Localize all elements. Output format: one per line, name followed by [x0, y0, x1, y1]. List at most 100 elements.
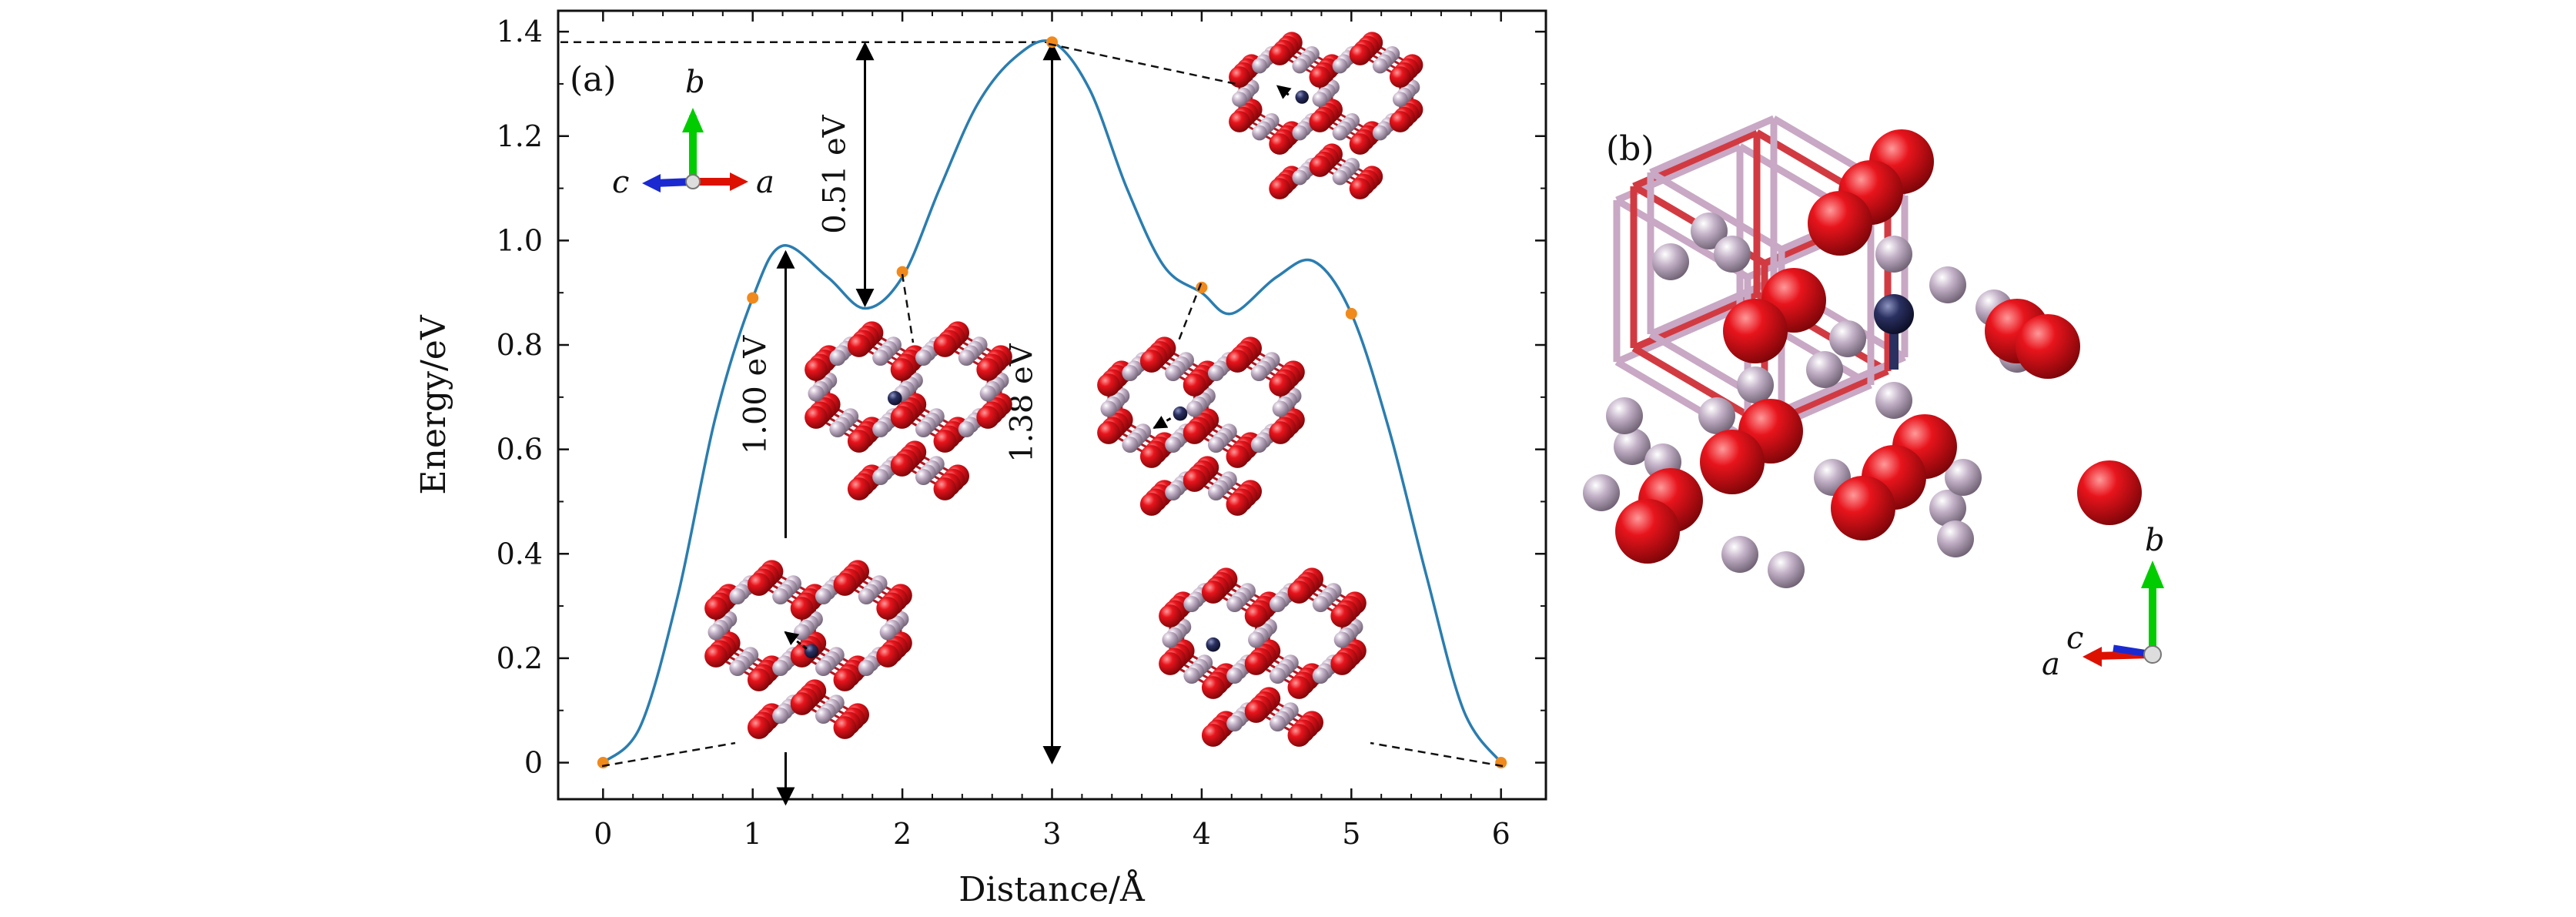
- oxygen-atom: [1389, 66, 1411, 88]
- triad-origin: [2143, 645, 2162, 664]
- x-tick-label: 4: [1193, 817, 1211, 851]
- host-atom: [1100, 400, 1117, 417]
- y-tick-label: 1.0: [497, 223, 543, 257]
- x-tick-label: 1: [744, 817, 762, 851]
- y-tick-label: 0.2: [497, 641, 543, 675]
- oxygen-atom: [1139, 350, 1163, 373]
- host-atom: [1829, 320, 1866, 357]
- oxygen-atom: [1229, 66, 1250, 88]
- host-atom: [872, 420, 889, 438]
- inset-leader-lines: [601, 42, 1504, 768]
- x-tick-label: 2: [893, 817, 912, 851]
- data-point: [896, 266, 908, 278]
- x-tick-label: 6: [1492, 817, 1510, 851]
- panel-b: (b) b c a: [1583, 115, 2165, 682]
- host-atom: [1929, 266, 1966, 303]
- oxygen-atom: [1309, 66, 1331, 88]
- host-atom: [915, 349, 932, 366]
- host-atom: [1768, 551, 1805, 588]
- host-atom: [1583, 474, 1620, 511]
- host-atom: [1714, 236, 1751, 273]
- oxygen-atom: [876, 644, 900, 668]
- migrating-atom: [888, 390, 902, 406]
- host-atom: [1122, 364, 1139, 382]
- host-atom: [1332, 58, 1348, 74]
- oxygen-atom: [847, 334, 871, 357]
- bond: [1649, 115, 1775, 176]
- host-atom: [915, 468, 932, 486]
- bond: [1631, 345, 1767, 428]
- host-atom: [872, 349, 889, 366]
- oxygen-atom: [1139, 493, 1163, 516]
- data-point: [1196, 281, 1208, 293]
- y-tick-label: 0.8: [497, 328, 543, 362]
- host-atom: [1937, 520, 1974, 557]
- oxygen-atom: [1226, 493, 1250, 516]
- host-atom: [1312, 595, 1329, 613]
- structure-inset-initial: [704, 560, 912, 739]
- oxygen-atom: [933, 334, 957, 357]
- host-atom: [1652, 243, 1689, 280]
- triad-origin: [685, 174, 701, 189]
- oxygen-atom: [1330, 604, 1354, 628]
- oxygen-atom: [1139, 445, 1163, 468]
- oxygen-atom: [1201, 724, 1225, 747]
- panel-a-label: (a): [570, 60, 617, 99]
- host-atom: [1806, 351, 1843, 388]
- oxygen-atom: [1269, 133, 1291, 155]
- b-axis-arrow-head: [682, 108, 704, 132]
- host-atom: [1737, 366, 1774, 403]
- host-atom: [1691, 213, 1728, 249]
- host-atom: [1606, 397, 1643, 434]
- triad-a-label: a: [756, 165, 774, 200]
- oxygen-atom: [1269, 178, 1291, 199]
- host-atom: [1250, 364, 1267, 382]
- a-axis-arrow-head: [2083, 647, 2102, 667]
- oxygen-atom: [1159, 604, 1182, 628]
- host-atom: [1292, 169, 1308, 186]
- migrating-atom: [1173, 406, 1188, 421]
- host-atom: [1929, 490, 1966, 527]
- host-atom: [979, 385, 996, 402]
- oxygen-atom: [1349, 44, 1371, 65]
- bond: [1780, 353, 1906, 415]
- host-atom: [1226, 667, 1243, 684]
- oxygen-atom: [1244, 652, 1268, 675]
- migrating-atom: [1874, 294, 1914, 334]
- host-atom: [915, 420, 932, 438]
- oxygen-atom: [1159, 652, 1182, 675]
- oxygen-atom: [1831, 476, 1895, 540]
- host-atom: [1312, 667, 1329, 684]
- host-atom: [1312, 92, 1328, 107]
- host-atom: [794, 624, 811, 641]
- oxygen-atom: [1269, 373, 1293, 397]
- oxygen-atom: [805, 406, 828, 429]
- oxygen-atom: [1201, 676, 1225, 699]
- host-atom: [1269, 595, 1286, 613]
- a-axis-arrow-head: [730, 172, 748, 191]
- barrier-label: 0.51 eV: [818, 114, 853, 233]
- host-atom: [1232, 92, 1247, 107]
- migration-arrow: [784, 631, 808, 650]
- host-atom: [772, 659, 789, 677]
- y-axis: 00.20.40.60.81.01.21.4: [497, 15, 1546, 780]
- oxygen-atom: [1269, 44, 1291, 65]
- oxygen-atom: [1349, 178, 1371, 199]
- host-atom: [772, 707, 789, 725]
- panel-b-label: (b): [1606, 129, 1654, 169]
- host-atom: [729, 587, 746, 605]
- axis-triad-b: b c a: [2042, 523, 2165, 682]
- oxygen-atom: [890, 358, 914, 381]
- oxygen-atom: [933, 477, 957, 500]
- oxygen-atom: [1349, 133, 1371, 155]
- host-atom: [1292, 58, 1308, 74]
- oxygen-atom: [976, 406, 1000, 429]
- host-atom: [1165, 436, 1182, 453]
- x-axis-label: Distance/Å: [958, 868, 1146, 909]
- host-atom: [1226, 595, 1243, 613]
- host-atom: [1207, 484, 1225, 501]
- oxygen-atom: [833, 573, 857, 596]
- oxygen-atom: [1615, 499, 1680, 564]
- migrating-atom: [804, 644, 819, 659]
